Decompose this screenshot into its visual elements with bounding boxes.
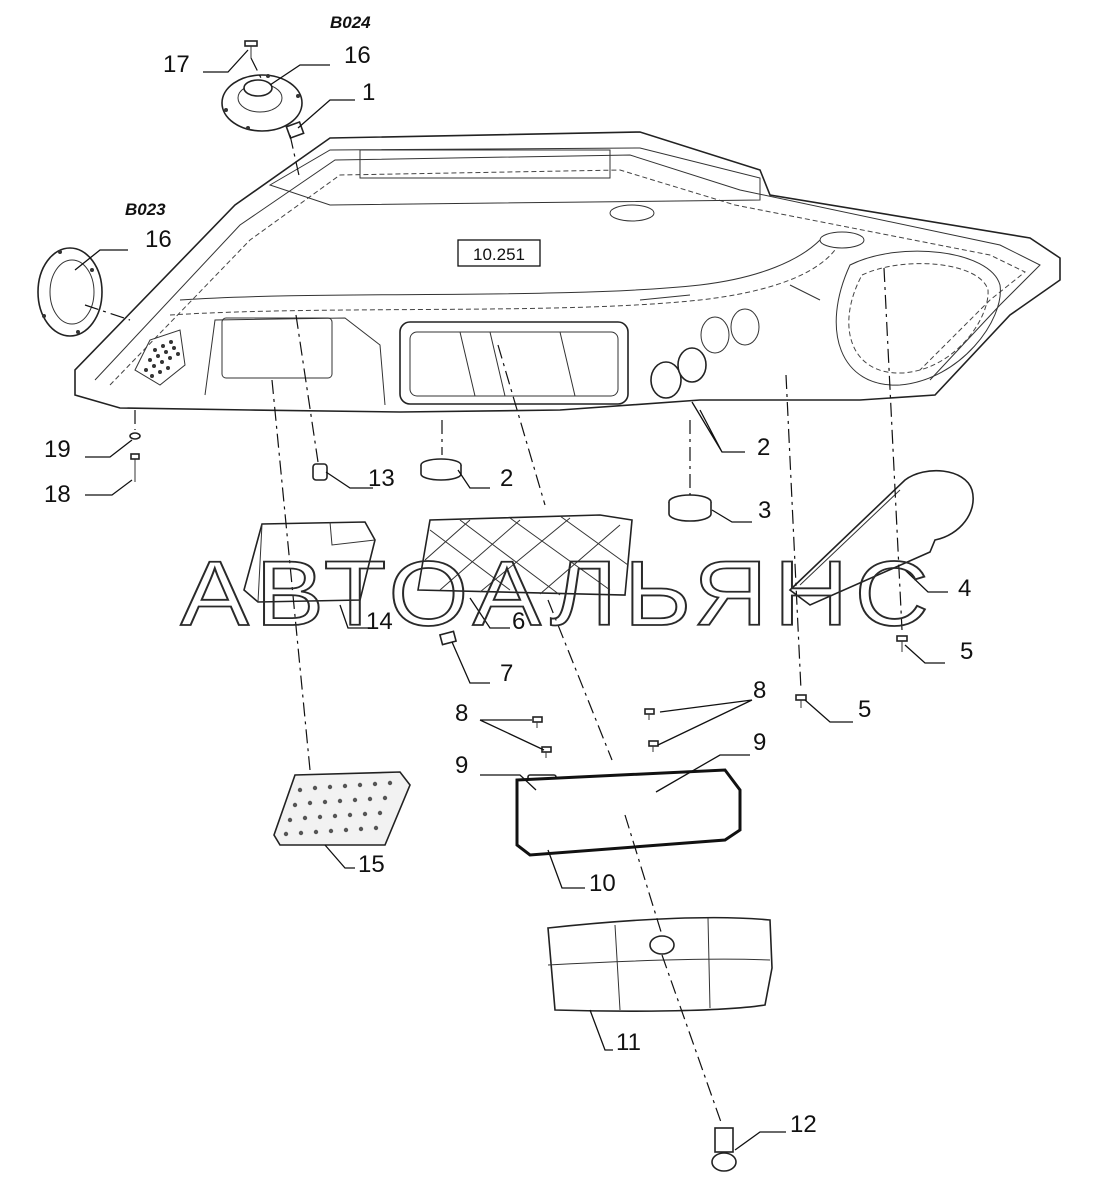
- callout-8-left: 8: [455, 700, 468, 727]
- left-grille-dots: [144, 340, 180, 378]
- callout-14: 14: [366, 608, 393, 635]
- callout-16-left: 16: [145, 226, 172, 253]
- callout-6: 6: [512, 608, 525, 635]
- cup-lamp-part-2-right: [650, 347, 707, 399]
- callout-10: 10: [589, 870, 616, 897]
- callout-numbers: 17 16 1 16 19 18 13 2 2 3 4 5 5 6 14 7 8…: [44, 42, 973, 1138]
- screw-part-5-right: [896, 635, 908, 652]
- upper-speaker: [221, 74, 303, 132]
- callout-15: 15: [358, 851, 385, 878]
- callout-18: 18: [44, 481, 71, 508]
- lamp-part-3: [668, 494, 712, 522]
- callout-4: 4: [958, 575, 971, 602]
- screws-part-8: [532, 708, 659, 758]
- plug-part-2-lower: [420, 458, 462, 481]
- callout-5-centre: 5: [858, 696, 871, 723]
- callout-2-lower: 2: [500, 465, 513, 492]
- screw-part-19-18: [129, 432, 141, 482]
- assembly-code-left: B023: [125, 200, 166, 219]
- block-part-14: [243, 521, 376, 603]
- roof-console: 10.251: [74, 131, 1061, 413]
- pad-part-6: [417, 514, 633, 596]
- callout-5-right: 5: [960, 638, 973, 665]
- reference-box: [457, 239, 541, 267]
- grille-part-15: [273, 771, 411, 846]
- clip-part-7: [438, 630, 458, 646]
- callout-12: 12: [790, 1111, 817, 1138]
- callout-3: 3: [758, 497, 771, 524]
- reference-code: 10.251: [473, 245, 525, 264]
- assembly-axes: [84, 57, 903, 1126]
- callout-19: 19: [44, 436, 71, 463]
- mirror-frame-part-10: [515, 768, 742, 857]
- callout-9-right: 9: [753, 729, 766, 756]
- screw-part-5-centre: [795, 694, 807, 708]
- cover-part-11: [547, 916, 773, 1012]
- clip-part-1: [285, 120, 305, 140]
- knob-part-12: [711, 1127, 737, 1172]
- watermark: АВТОАЛЬЯНС: [181, 543, 936, 645]
- callout-leaders: [74, 49, 948, 1151]
- callout-13: 13: [368, 465, 395, 492]
- callout-9-left: 9: [455, 752, 468, 779]
- callout-2-right: 2: [757, 434, 770, 461]
- screw-part-17: [244, 40, 258, 58]
- callout-16-upper: 16: [344, 42, 371, 69]
- callout-8-right: 8: [753, 677, 766, 704]
- callout-1: 1: [362, 79, 375, 106]
- assembly-code-upper: B024: [330, 13, 371, 32]
- left-speaker: [37, 247, 103, 337]
- callout-7: 7: [500, 660, 513, 687]
- handle-part-4: [788, 469, 974, 606]
- callout-11: 11: [616, 1029, 641, 1056]
- callout-17: 17: [163, 51, 190, 78]
- nut-part-13: [312, 463, 328, 481]
